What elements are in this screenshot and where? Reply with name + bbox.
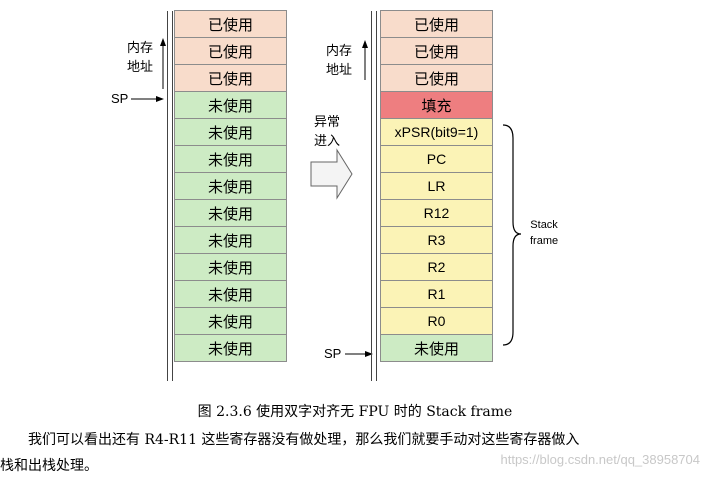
stack-after-cell: 已使用 <box>380 37 493 65</box>
stack-after-cell: LR <box>380 172 493 200</box>
sp-label-left: SP <box>111 91 129 106</box>
stack-before-cell: 未使用 <box>174 226 287 254</box>
stack-rail-right <box>371 11 377 381</box>
watermark: https://blog.csdn.net/qq_38958704 <box>500 452 701 467</box>
stack-before-cell: 未使用 <box>174 334 287 362</box>
stack-rail-left <box>167 11 173 381</box>
stack-before-cell: 未使用 <box>174 172 287 200</box>
stack-before-cell: 未使用 <box>174 307 287 335</box>
stack-before-cell: 未使用 <box>174 280 287 308</box>
stack-before-cell: 未使用 <box>174 91 287 119</box>
stack-after-cell: 已使用 <box>380 10 493 38</box>
stack-after-cell: 填充 <box>380 91 493 119</box>
stack-after-cell: 未使用 <box>380 334 493 362</box>
stack-before-cell: 未使用 <box>174 118 287 146</box>
stack-after-cell: PC <box>380 145 493 173</box>
address-arrowhead-left <box>160 38 166 46</box>
paragraph-line-1: 我们可以看出还有 R4-R11 这些寄存器没有做处理，那么我们就要手动对这些寄存… <box>28 432 580 448</box>
stack-frame-label: Stack frame <box>530 219 559 247</box>
address-label-left: 内存 地址 <box>127 41 154 75</box>
stack-after-cell: xPSR(bit9=1) <box>380 118 493 146</box>
stack-before-cell: 已使用 <box>174 64 287 92</box>
sp-arrowhead-right <box>365 351 373 357</box>
stack-before-cell: 未使用 <box>174 199 287 227</box>
paragraph-line-2: 栈和出栈处理。 <box>0 458 98 474</box>
sp-arrowhead-left <box>156 96 164 102</box>
stack-after-cell: R2 <box>380 253 493 281</box>
address-label-right: 内存 地址 <box>326 44 353 78</box>
stack-after-cell: R12 <box>380 199 493 227</box>
figure-caption: 图 2.3.6 使用双字对齐无 FPU 时的 Stack frame <box>197 404 513 420</box>
stack-after-cell: R1 <box>380 280 493 308</box>
exception-block-arrow <box>310 148 353 200</box>
stack-before-cell: 已使用 <box>174 37 287 65</box>
stack-before-cell: 已使用 <box>174 10 287 38</box>
exception-entry-label: 异常 进入 <box>314 115 341 149</box>
stack-before-cell: 未使用 <box>174 145 287 173</box>
stack-after-cell: R3 <box>380 226 493 254</box>
sp-label-right: SP <box>324 346 342 361</box>
stack-frame-brace <box>502 124 522 346</box>
stack-before: 已使用已使用已使用未使用未使用未使用未使用未使用未使用未使用未使用未使用未使用 <box>174 10 287 362</box>
address-arrowhead-right <box>362 40 368 48</box>
stack-after-cell: 已使用 <box>380 64 493 92</box>
stack-before-cell: 未使用 <box>174 253 287 281</box>
stack-after-cell: R0 <box>380 307 493 335</box>
